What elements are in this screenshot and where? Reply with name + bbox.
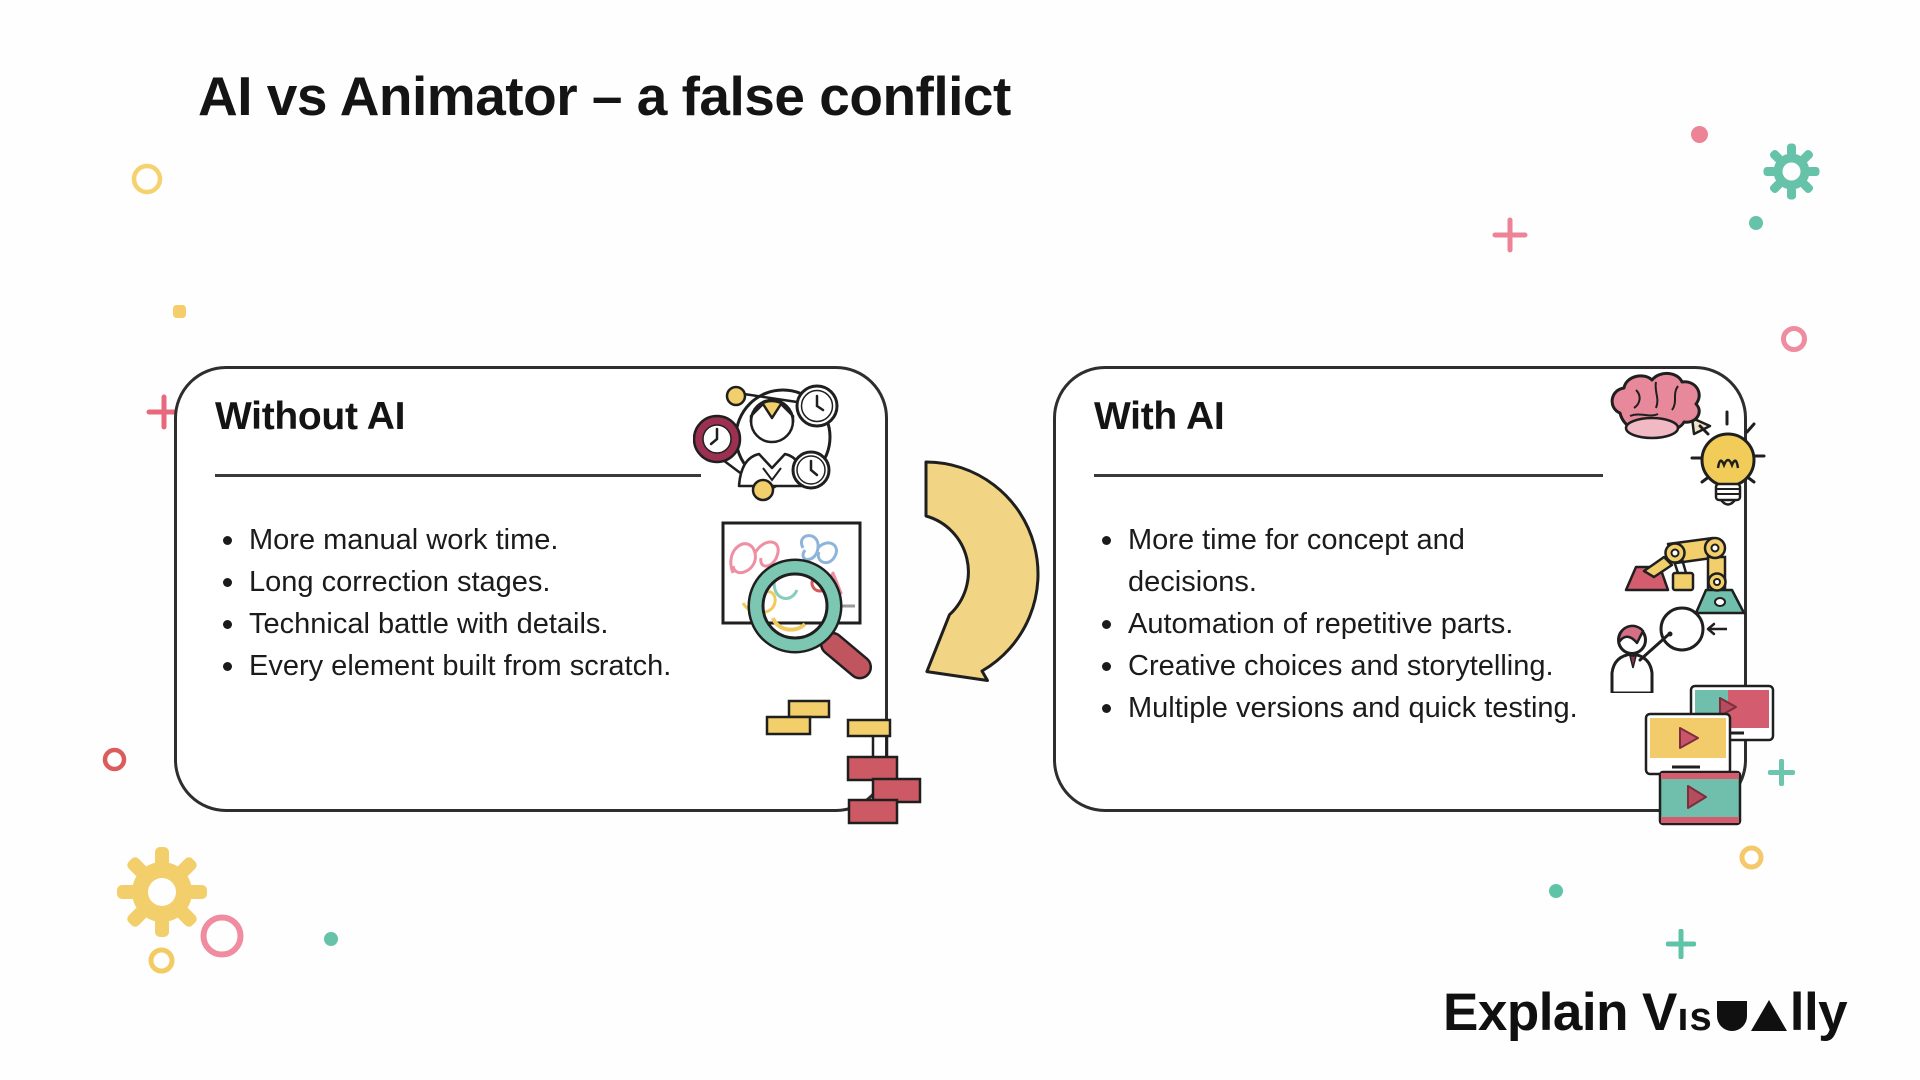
- teal-dot-icon: [1749, 216, 1763, 230]
- bullet-item: Every element built from scratch.: [223, 645, 671, 687]
- bullet-item: Technical battle with details.: [223, 603, 671, 645]
- bullet-item: Creative choices and storytelling.: [1102, 645, 1578, 687]
- yellow-dot-icon: [173, 305, 186, 318]
- bullet-item: Multiple versions and quick testing.: [1102, 687, 1578, 729]
- brain-idea-icon: [1610, 372, 1766, 506]
- slide-title: AI vs Animator – a false conflict: [198, 65, 1011, 127]
- yellow-ring-icon: [1739, 845, 1764, 870]
- explain-visually-logo: Explain V ıs lly: [1443, 982, 1848, 1043]
- with-ai-bullet-list: More time for concept and decisions. Aut…: [1102, 519, 1578, 729]
- bullet-item: Automation of repetitive parts.: [1102, 603, 1578, 645]
- logo-letter-a-triangle: [1750, 1000, 1787, 1031]
- teal-gear-icon: [1763, 143, 1820, 200]
- curved-arrow-icon: [924, 460, 1040, 682]
- bullet-item: More manual work time.: [223, 519, 671, 561]
- card-with-ai-heading: With AI: [1094, 395, 1225, 438]
- logo-letter-u-shape: [1716, 1001, 1747, 1031]
- pink-ring-icon: [200, 914, 244, 958]
- without-ai-bullet-list: More manual work time. Long correction s…: [223, 519, 671, 687]
- logo-word-explain: Explain: [1443, 983, 1629, 1042]
- building-blocks-icon: [765, 699, 922, 825]
- teal-dot-icon: [1549, 884, 1563, 898]
- teal-dot-icon: [324, 932, 338, 946]
- yellow-ring-icon: [131, 163, 163, 195]
- logo-letters-lly: lly: [1789, 983, 1848, 1042]
- teal-plus-icon: [1768, 759, 1795, 786]
- bullet-item: Long correction stages.: [223, 561, 671, 603]
- yellow-ring-icon: [148, 947, 175, 974]
- heading-divider: [215, 474, 701, 477]
- video-versions-icon: [1644, 684, 1775, 826]
- card-without-ai-heading: Without AI: [215, 395, 406, 438]
- robot-arm-icon: [1624, 536, 1746, 615]
- bullet-item: More time for concept and decisions.: [1102, 519, 1578, 603]
- pink-dot-icon: [1691, 126, 1708, 143]
- yellow-gear-icon: [117, 847, 207, 937]
- red-ring-icon: [102, 747, 127, 772]
- logo-letters-is: ıs: [1677, 995, 1713, 1039]
- heading-divider: [1094, 474, 1603, 477]
- logo-letter-v: V: [1642, 983, 1678, 1042]
- deadline-clocks-icon: [693, 384, 839, 502]
- review-magnifier-icon: [721, 521, 873, 680]
- creative-drawing-icon: [1610, 606, 1727, 693]
- pink-plus-icon: [1492, 217, 1528, 253]
- teal-plus-icon: [1666, 929, 1696, 959]
- pink-ring-icon: [1781, 326, 1807, 352]
